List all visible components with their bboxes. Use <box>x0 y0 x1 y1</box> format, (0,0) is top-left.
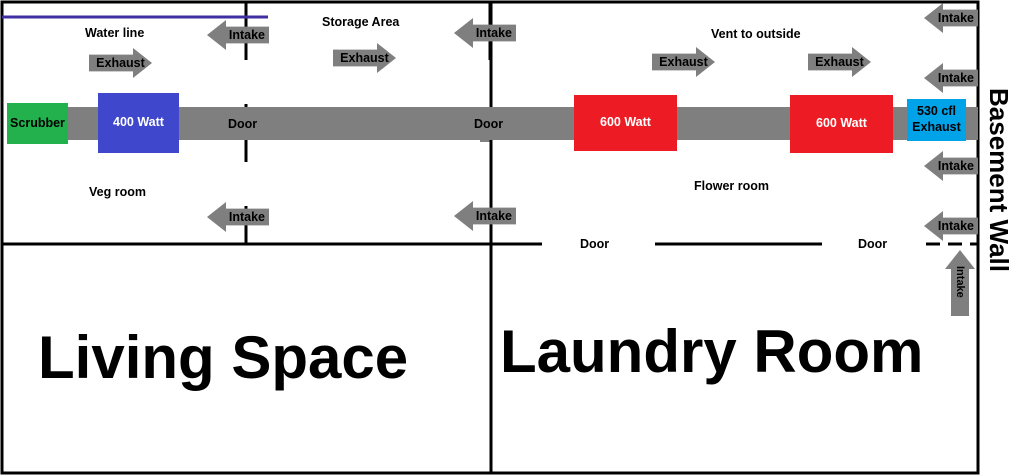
intake-arrow-wall-1 <box>924 3 978 33</box>
intake-arrow-wall-2 <box>924 63 978 93</box>
light-400-label: 400 Watt <box>113 115 164 130</box>
cfl-exhaust-fan: 530 cfl Exhaust <box>907 99 966 141</box>
intake-arrow-laundry-label: Intake <box>954 266 966 298</box>
water-line-label: Water line <box>85 26 145 40</box>
intake-arrow-veg-top-label: Intake <box>228 28 265 42</box>
laundry-room-label: Laundry Room <box>500 318 924 385</box>
storage-area-label: Storage Area <box>322 15 400 29</box>
door-storage-flower: Door <box>474 117 504 131</box>
light-600-watt-b: 600 Watt <box>790 95 893 153</box>
intake-arrow-wall-4 <box>924 211 978 241</box>
intake-arrow-wall-4-label: Intake <box>937 219 974 233</box>
light-600-b-label: 600 Watt <box>816 116 867 131</box>
intake-arrow-storage-top <box>454 18 516 48</box>
scrubber: Scrubber <box>7 103 68 144</box>
exhaust-arrow-flower-2 <box>808 47 871 77</box>
intake-arrow-wall-1-label: Intake <box>937 11 974 25</box>
intake-arrow-storage-bottom <box>454 201 516 231</box>
exhaust-arrow-storage-label: Exhaust <box>340 51 389 65</box>
vent-to-outside-label: Vent to outside <box>711 27 801 41</box>
scrubber-label: Scrubber <box>10 115 65 130</box>
cfl-exhaust-label: Exhaust <box>912 120 961 134</box>
exhaust-arrow-veg <box>89 48 152 78</box>
intake-arrow-laundry <box>945 250 975 316</box>
intake-arrow-wall-2-label: Intake <box>937 71 974 85</box>
intake-arrow-storage-bottom-label: Intake <box>475 209 512 223</box>
intake-arrow-storage-top-label: Intake <box>475 26 512 40</box>
basement-wall-label: Basement Wall <box>984 88 1014 272</box>
door-laundry-1: Door <box>580 237 610 251</box>
exhaust-arrow-veg-label: Exhaust <box>96 56 145 70</box>
light-600-watt-a: 600 Watt <box>574 95 677 151</box>
intake-arrow-veg-bottom <box>207 202 269 232</box>
door-veg-storage: Door <box>228 117 258 131</box>
exhaust-arrow-storage <box>333 43 396 73</box>
cfl-label: 530 cfl <box>917 104 956 119</box>
intake-arrow-wall-3-label: Intake <box>937 159 974 173</box>
exhaust-arrow-flower-1-label: Exhaust <box>659 55 708 69</box>
flower-room-label: Flower room <box>694 179 770 193</box>
living-space-label: Living Space <box>38 324 409 391</box>
exhaust-arrow-flower-1 <box>652 47 715 77</box>
door-laundry-2: Door <box>858 237 888 251</box>
intake-arrow-wall-3 <box>924 151 978 181</box>
light-400-watt: 400 Watt <box>98 93 179 153</box>
exhaust-arrow-flower-2-label: Exhaust <box>815 55 864 69</box>
veg-room-label: Veg room <box>89 185 146 199</box>
intake-arrow-veg-bottom-label: Intake <box>228 210 265 224</box>
light-600-a-label: 600 Watt <box>600 115 651 130</box>
intake-arrow-veg-top <box>207 20 269 50</box>
